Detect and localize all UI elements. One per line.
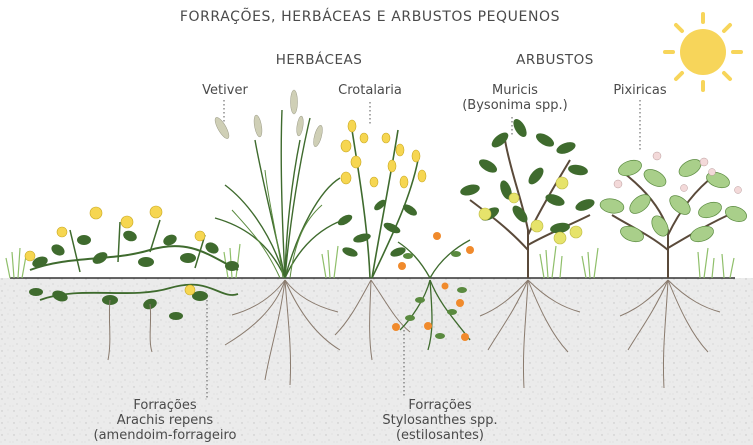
label-pixiricas: Pixiricas: [600, 83, 680, 98]
label-vetiver: Vetiver: [190, 83, 260, 98]
label-forracoes-arachis-line3: (amendoim-forrageiro: [65, 428, 265, 443]
label-muricis-species: (Bysonima spp.): [460, 98, 570, 113]
label-forracoes-stylo-line1: Forrações: [380, 398, 500, 413]
label-forracoes-arachis-line1: Forrações: [105, 398, 225, 413]
group-heading-herbaceas: HERBÁCEAS: [264, 53, 374, 68]
label-muricis-name: Muricis: [480, 83, 550, 98]
label-forracoes-stylo-line2: Stylosanthes spp.: [365, 413, 515, 428]
group-heading-arbustos: ARBUSTOS: [500, 53, 610, 68]
label-forracoes-stylo-line3: (estilosantes): [385, 428, 495, 443]
sun-icon: [665, 14, 741, 90]
page-title: FORRAÇÕES, HERBÁCEAS E ARBUSTOS PEQUENOS: [150, 8, 590, 26]
label-forracoes-arachis-line2: Arachis repens: [90, 413, 240, 428]
label-crotalaria: Crotalaria: [330, 83, 410, 98]
